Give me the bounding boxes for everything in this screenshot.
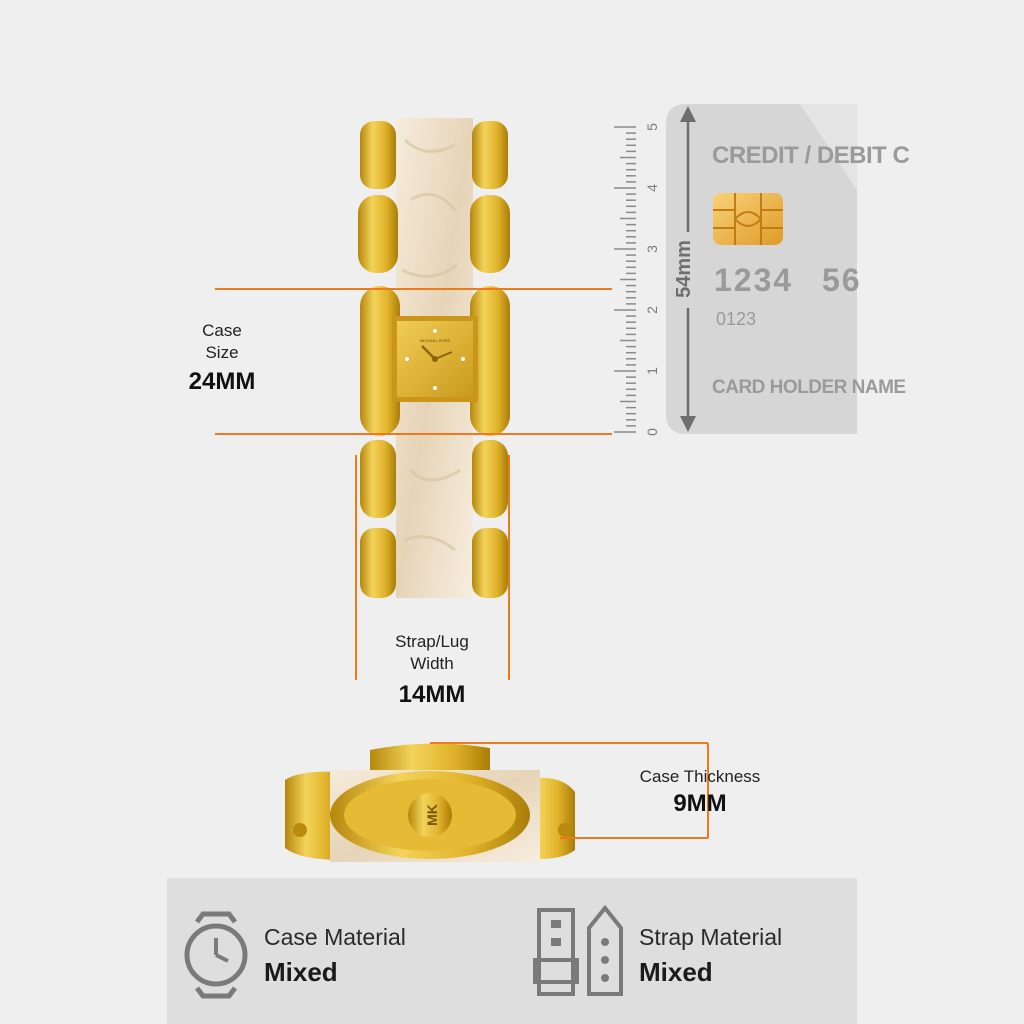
card-number-b: 56 bbox=[822, 262, 862, 298]
watch-icon bbox=[183, 911, 249, 999]
case-size-value: 24MM bbox=[188, 368, 256, 395]
case-thickness-caption: Case Thickness bbox=[639, 767, 761, 786]
case-size-caption-1: Case bbox=[202, 321, 242, 340]
case-thickness-label: Case Thickness 9MM bbox=[620, 766, 780, 818]
ruler bbox=[614, 126, 636, 433]
strap-material-value: Mixed bbox=[639, 957, 713, 987]
left-links bbox=[358, 121, 398, 598]
ruler-label: 4 bbox=[644, 184, 660, 192]
crown bbox=[408, 793, 452, 837]
watch-case bbox=[360, 286, 510, 436]
ruler-label: 3 bbox=[644, 245, 660, 253]
case-material-value: Mixed bbox=[264, 957, 338, 987]
strap-width-label: Strap/Lug Width 14MM bbox=[372, 631, 492, 709]
dial-brand: MICHAEL KORS bbox=[420, 338, 450, 343]
thickness-bracket bbox=[430, 742, 709, 839]
card-height-label: 54mm bbox=[673, 240, 695, 298]
card-holder-name: CARD HOLDER NAME bbox=[712, 377, 906, 398]
strap-width-caption-2: Width bbox=[410, 654, 454, 673]
card-small-number: 0123 bbox=[716, 309, 757, 329]
right-links bbox=[470, 121, 510, 598]
strap-material-name: Strap Material bbox=[639, 924, 783, 950]
credit-card bbox=[666, 104, 857, 434]
ruler-label: 2 bbox=[644, 306, 660, 314]
card-height-arrow bbox=[680, 106, 696, 432]
case-size-caption-2: Size bbox=[205, 343, 239, 362]
ruler-label: 5 bbox=[644, 123, 660, 131]
card-number-a: 1234 bbox=[714, 262, 794, 298]
case-thickness-value: 9MM bbox=[673, 790, 727, 817]
strap-width-value: 14MM bbox=[398, 681, 466, 708]
crown-mark: MK bbox=[424, 804, 440, 826]
card-title: CREDIT / DEBIT C bbox=[712, 142, 910, 169]
materials-panel: Case Material Mixed Strap Material Mixed bbox=[167, 878, 857, 1024]
watch-side-view bbox=[285, 743, 575, 862]
case-material-name: Case Material bbox=[264, 924, 406, 950]
ruler-label: 1 bbox=[644, 367, 660, 375]
ruler-labels: 0 1 2 3 4 5 bbox=[644, 123, 660, 436]
card-chip bbox=[713, 193, 783, 245]
case-size-label: Case Size 24MM bbox=[162, 320, 282, 396]
ruler-label: 0 bbox=[644, 428, 660, 436]
strap-icon bbox=[533, 904, 629, 998]
strap-width-caption-1: Strap/Lug bbox=[395, 632, 469, 651]
